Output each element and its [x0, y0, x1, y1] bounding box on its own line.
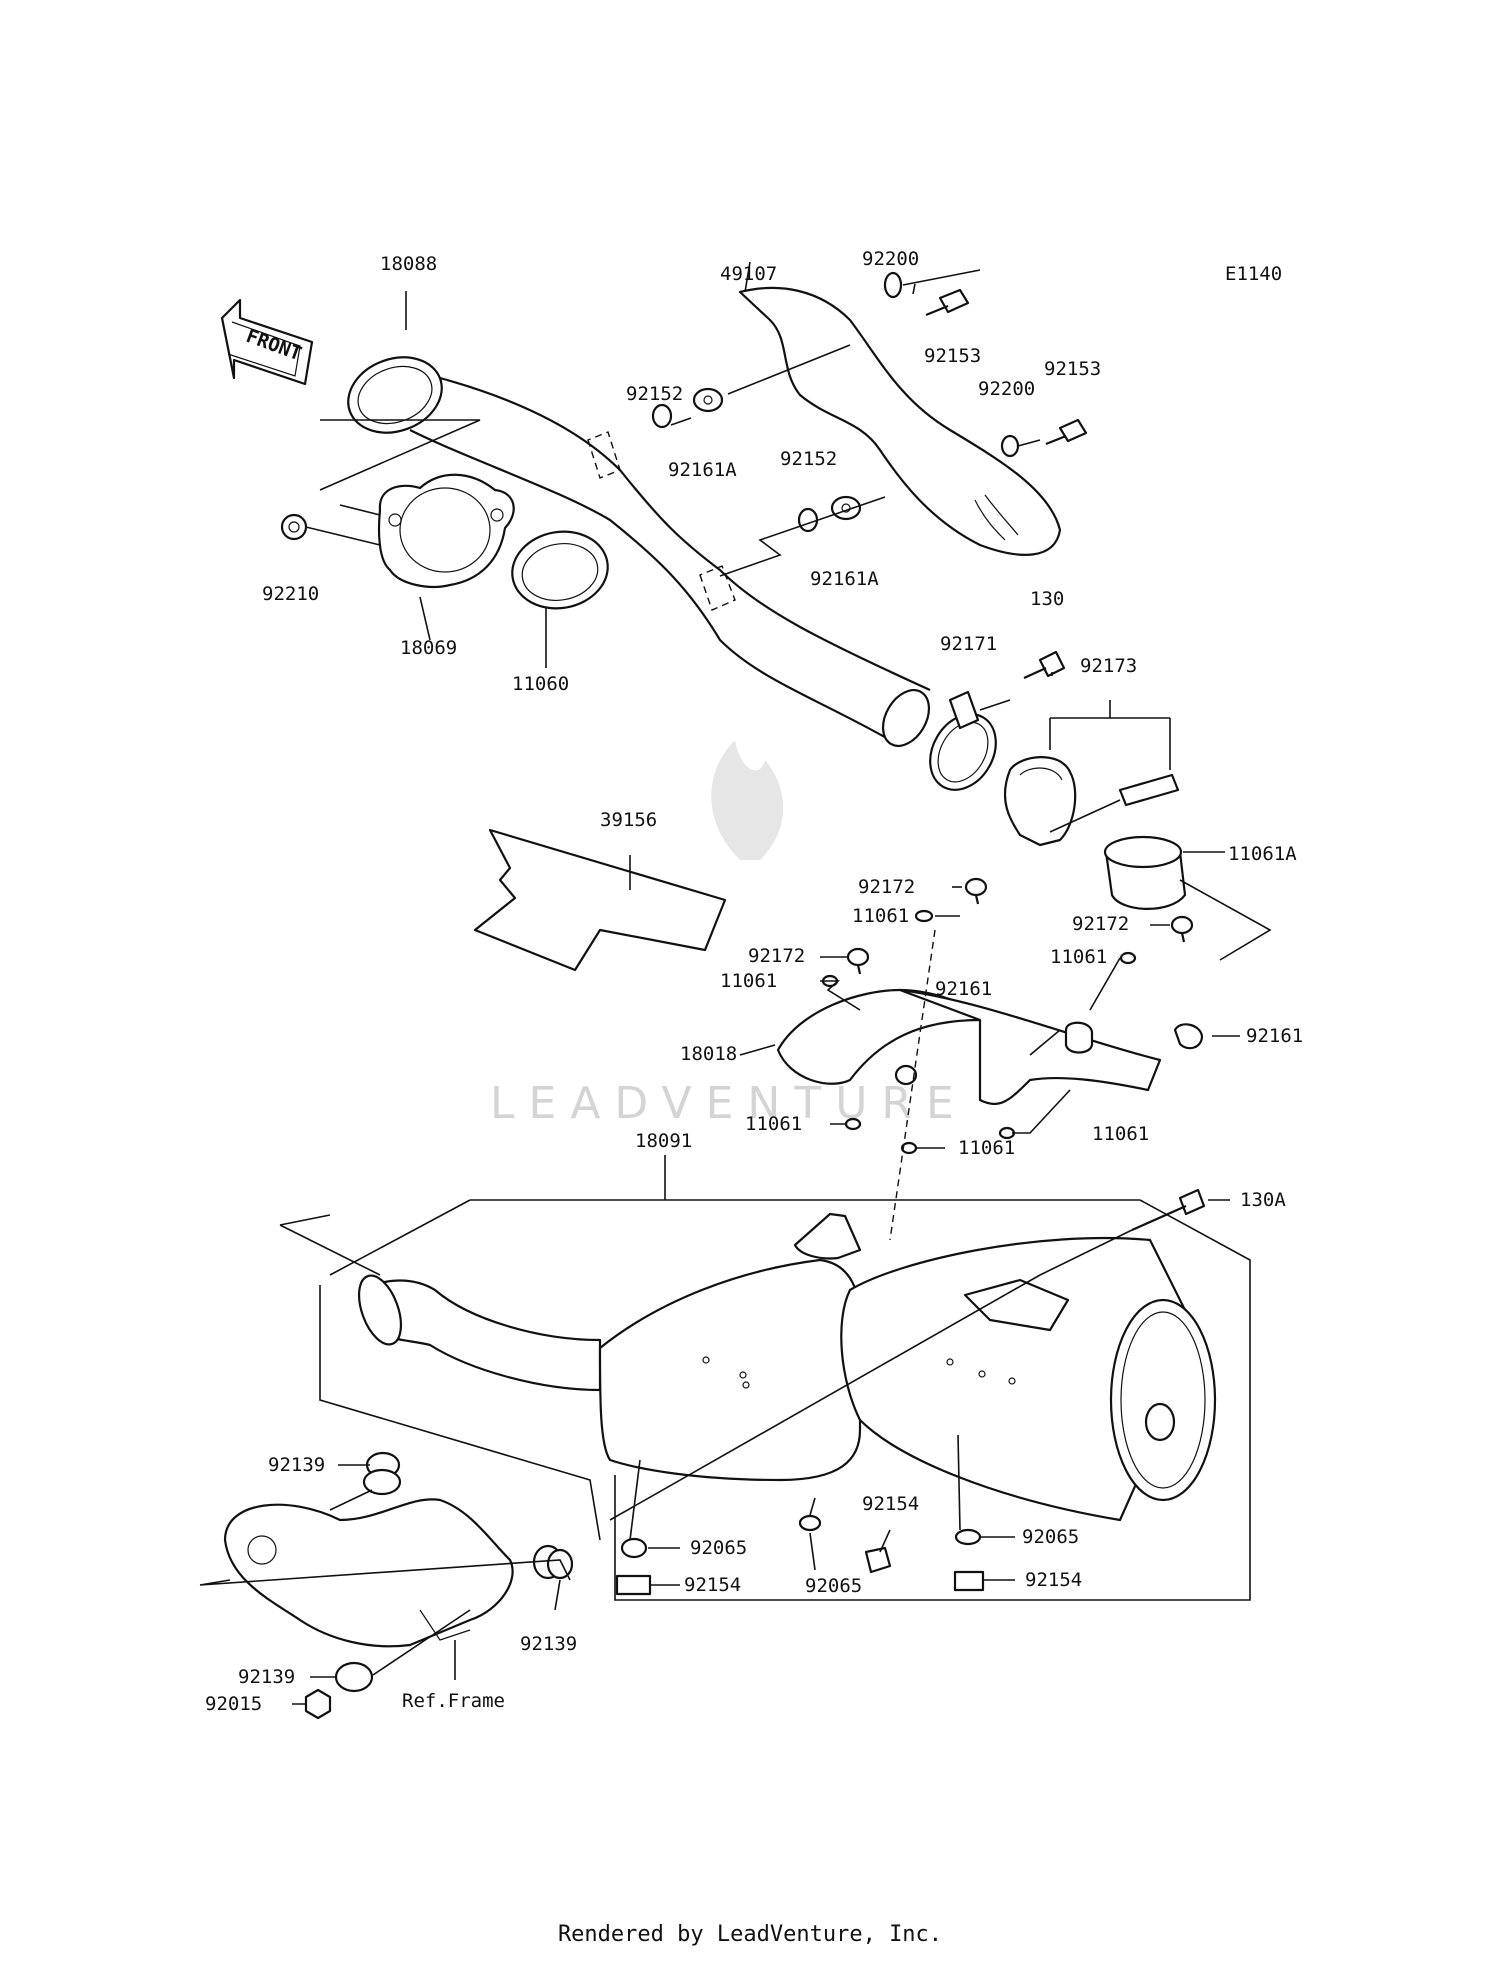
- label-11061-a: 11061: [852, 905, 909, 927]
- label-92152-lower: 92152: [780, 448, 837, 470]
- label-18091: 18091: [635, 1130, 692, 1152]
- label-92161-b: 92161: [1246, 1025, 1303, 1047]
- muffler-18091: [357, 1212, 1217, 1522]
- label-92154-right: 92154: [1025, 1569, 1082, 1591]
- label-92161A-lower: 92161A: [810, 568, 879, 590]
- label-92154-center: 92154: [862, 1493, 919, 1515]
- label-39156: 39156: [600, 809, 657, 831]
- muffler-cover-18018: [776, 988, 1162, 1105]
- washer-92065-center: [798, 1514, 822, 1532]
- gasket-ring-11060: [511, 530, 609, 610]
- label-11061-d: 11061: [745, 1113, 802, 1135]
- leader-lines: [199, 261, 1272, 1705]
- label-130A: 130A: [1240, 1189, 1286, 1211]
- label-92065-left: 92065: [690, 1537, 747, 1559]
- label-49107: 49107: [720, 263, 777, 285]
- label-11061-e: 11061: [958, 1137, 1015, 1159]
- callout-labels: E1140 18088 49107 92200 92153 92200 9215…: [205, 248, 1303, 1715]
- label-92153-upper: 92153: [924, 345, 981, 367]
- label-92153-lower: 92153: [1044, 358, 1101, 380]
- label-18088: 18088: [380, 253, 437, 275]
- label-92139-upper: 92139: [268, 1454, 325, 1476]
- label-92065-right: 92065: [1022, 1526, 1079, 1548]
- clamp-92171: [929, 690, 997, 791]
- grommet-92161A-lower: [830, 495, 862, 521]
- bolt-92153-upper: [925, 288, 970, 317]
- watermark: LEADVENTURE: [490, 740, 968, 1129]
- bolt-92153-lower: [1045, 418, 1088, 446]
- label-18069: 18069: [400, 637, 457, 659]
- label-18018: 18018: [680, 1043, 737, 1065]
- washer-11061-a: [914, 909, 934, 923]
- label-92173: 92173: [1080, 655, 1137, 677]
- label-130: 130: [1030, 588, 1064, 610]
- nut-92210: [280, 513, 308, 541]
- gasket-11061A: [1103, 835, 1187, 910]
- label-11061-c: 11061: [1050, 946, 1107, 968]
- label-92172-b: 92172: [748, 945, 805, 967]
- plug-92154-center: [864, 1546, 892, 1574]
- label-ref-frame: Ref.Frame: [402, 1690, 505, 1712]
- clamp-assembly-92173: [1003, 756, 1180, 847]
- collar-92152-lower: [797, 507, 819, 533]
- heat-guard-49107: [738, 286, 1062, 556]
- exhaust-gasket-18069: [377, 473, 515, 588]
- nut-92015: [304, 1688, 332, 1720]
- label-11061-f: 11061: [1092, 1123, 1149, 1145]
- label-92139-right: 92139: [520, 1633, 577, 1655]
- label-92210: 92210: [262, 583, 319, 605]
- label-92172-c: 92172: [1072, 913, 1129, 935]
- front-direction-arrow: FRONT: [220, 298, 314, 386]
- washer-92065-right: [954, 1528, 982, 1546]
- bolt-130: [1023, 650, 1066, 680]
- label-92161A-upper: 92161A: [668, 459, 737, 481]
- bolt-92172-a: [964, 877, 988, 905]
- header-pipe-18088: [347, 356, 931, 747]
- grommet-92161-a: [1064, 1021, 1094, 1054]
- bolt-92172-b: [846, 947, 870, 975]
- damper-92139-upper: [362, 1451, 402, 1496]
- washer-92065-left: [620, 1537, 648, 1559]
- plug-92154-left: [615, 1574, 652, 1596]
- label-92172-a: 92172: [858, 876, 915, 898]
- washer-92200-upper: [883, 271, 903, 299]
- grommet-92161-b: [1173, 1023, 1204, 1050]
- label-92152-upper: 92152: [626, 383, 683, 405]
- label-92171: 92171: [940, 633, 997, 655]
- label-11061A: 11061A: [1228, 843, 1297, 865]
- bolt-130A: [1131, 1188, 1206, 1232]
- label-92015: 92015: [205, 1693, 262, 1715]
- washer-11061-d: [844, 1117, 862, 1131]
- washer-92200-lower: [1000, 434, 1020, 458]
- watermark-text: LEADVENTURE: [490, 1078, 968, 1129]
- label-92200-lower: 92200: [978, 378, 1035, 400]
- label-92065-center: 92065: [805, 1575, 862, 1597]
- diagram-code: E1140: [1225, 263, 1282, 285]
- label-92161-a: 92161: [935, 978, 992, 1000]
- washer-11061-c: [1119, 951, 1137, 965]
- label-92200-upper: 92200: [862, 248, 919, 270]
- label-11061-b: 11061: [720, 970, 777, 992]
- grommet-92161A-upper: [692, 387, 724, 413]
- render-credit: Rendered by LeadVenture, Inc.: [557, 1922, 943, 1947]
- label-92139-lower: 92139: [238, 1666, 295, 1688]
- plug-92154-right: [953, 1570, 985, 1592]
- label-11060: 11060: [512, 673, 569, 695]
- bolt-92172-c: [1170, 915, 1194, 943]
- label-92154-left: 92154: [684, 1574, 741, 1596]
- collar-92152-upper: [651, 403, 673, 429]
- damper-92139-lower: [334, 1661, 374, 1693]
- insulator-39156: [473, 828, 727, 972]
